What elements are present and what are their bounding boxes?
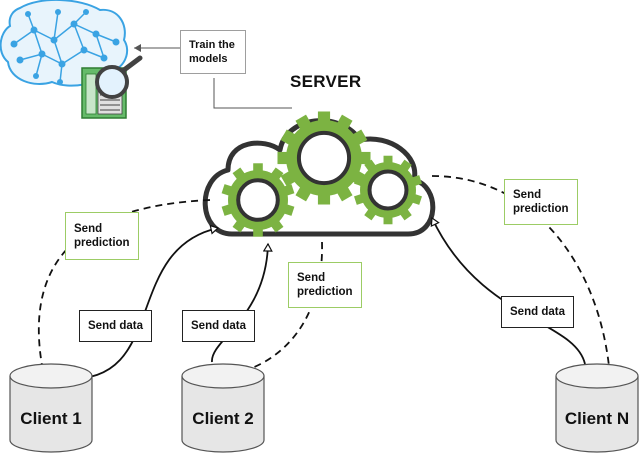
brain-icon <box>0 0 129 87</box>
clientN-database-icon <box>555 363 639 453</box>
send-data-clientN-text: Send data <box>510 306 565 318</box>
send-prediction-left-label: Send prediction <box>65 212 139 260</box>
send-prediction-right-label: Send prediction <box>504 179 578 225</box>
client1-database-icon <box>9 363 93 453</box>
send-prediction-middle-text: Send prediction <box>297 272 353 298</box>
client2-database-icon <box>181 363 265 453</box>
train-models-label: Train the models <box>180 30 246 74</box>
gear-left-icon <box>221 163 295 237</box>
send-prediction-right-text: Send prediction <box>513 189 569 215</box>
client1-label: Client 1 <box>20 409 82 428</box>
magnifier-icon <box>95 55 143 99</box>
clientN-data-arrow <box>432 218 586 365</box>
client2-data-arrow <box>211 244 268 363</box>
send-data-client2-text: Send data <box>191 320 246 332</box>
send-data-clientN-label: Send data <box>501 296 574 328</box>
server-title: SERVER <box>290 72 362 91</box>
client2-label: Client 2 <box>192 409 254 428</box>
send-prediction-left-text: Send prediction <box>74 223 130 249</box>
prediction-arrow-right <box>431 175 610 376</box>
gear-right-icon <box>354 155 422 225</box>
train-connector <box>213 78 292 109</box>
train-models-text: Train the models <box>189 39 235 65</box>
clientN-label: Client N <box>564 409 630 428</box>
send-prediction-middle-label: Send prediction <box>288 262 362 308</box>
prediction-arrow-left <box>39 199 211 376</box>
gear-center-icon <box>277 111 371 205</box>
send-data-client2-label: Send data <box>182 310 255 342</box>
gears-icon <box>221 111 422 237</box>
send-data-client1-text: Send data <box>88 320 143 332</box>
send-data-client1-label: Send data <box>79 310 152 342</box>
